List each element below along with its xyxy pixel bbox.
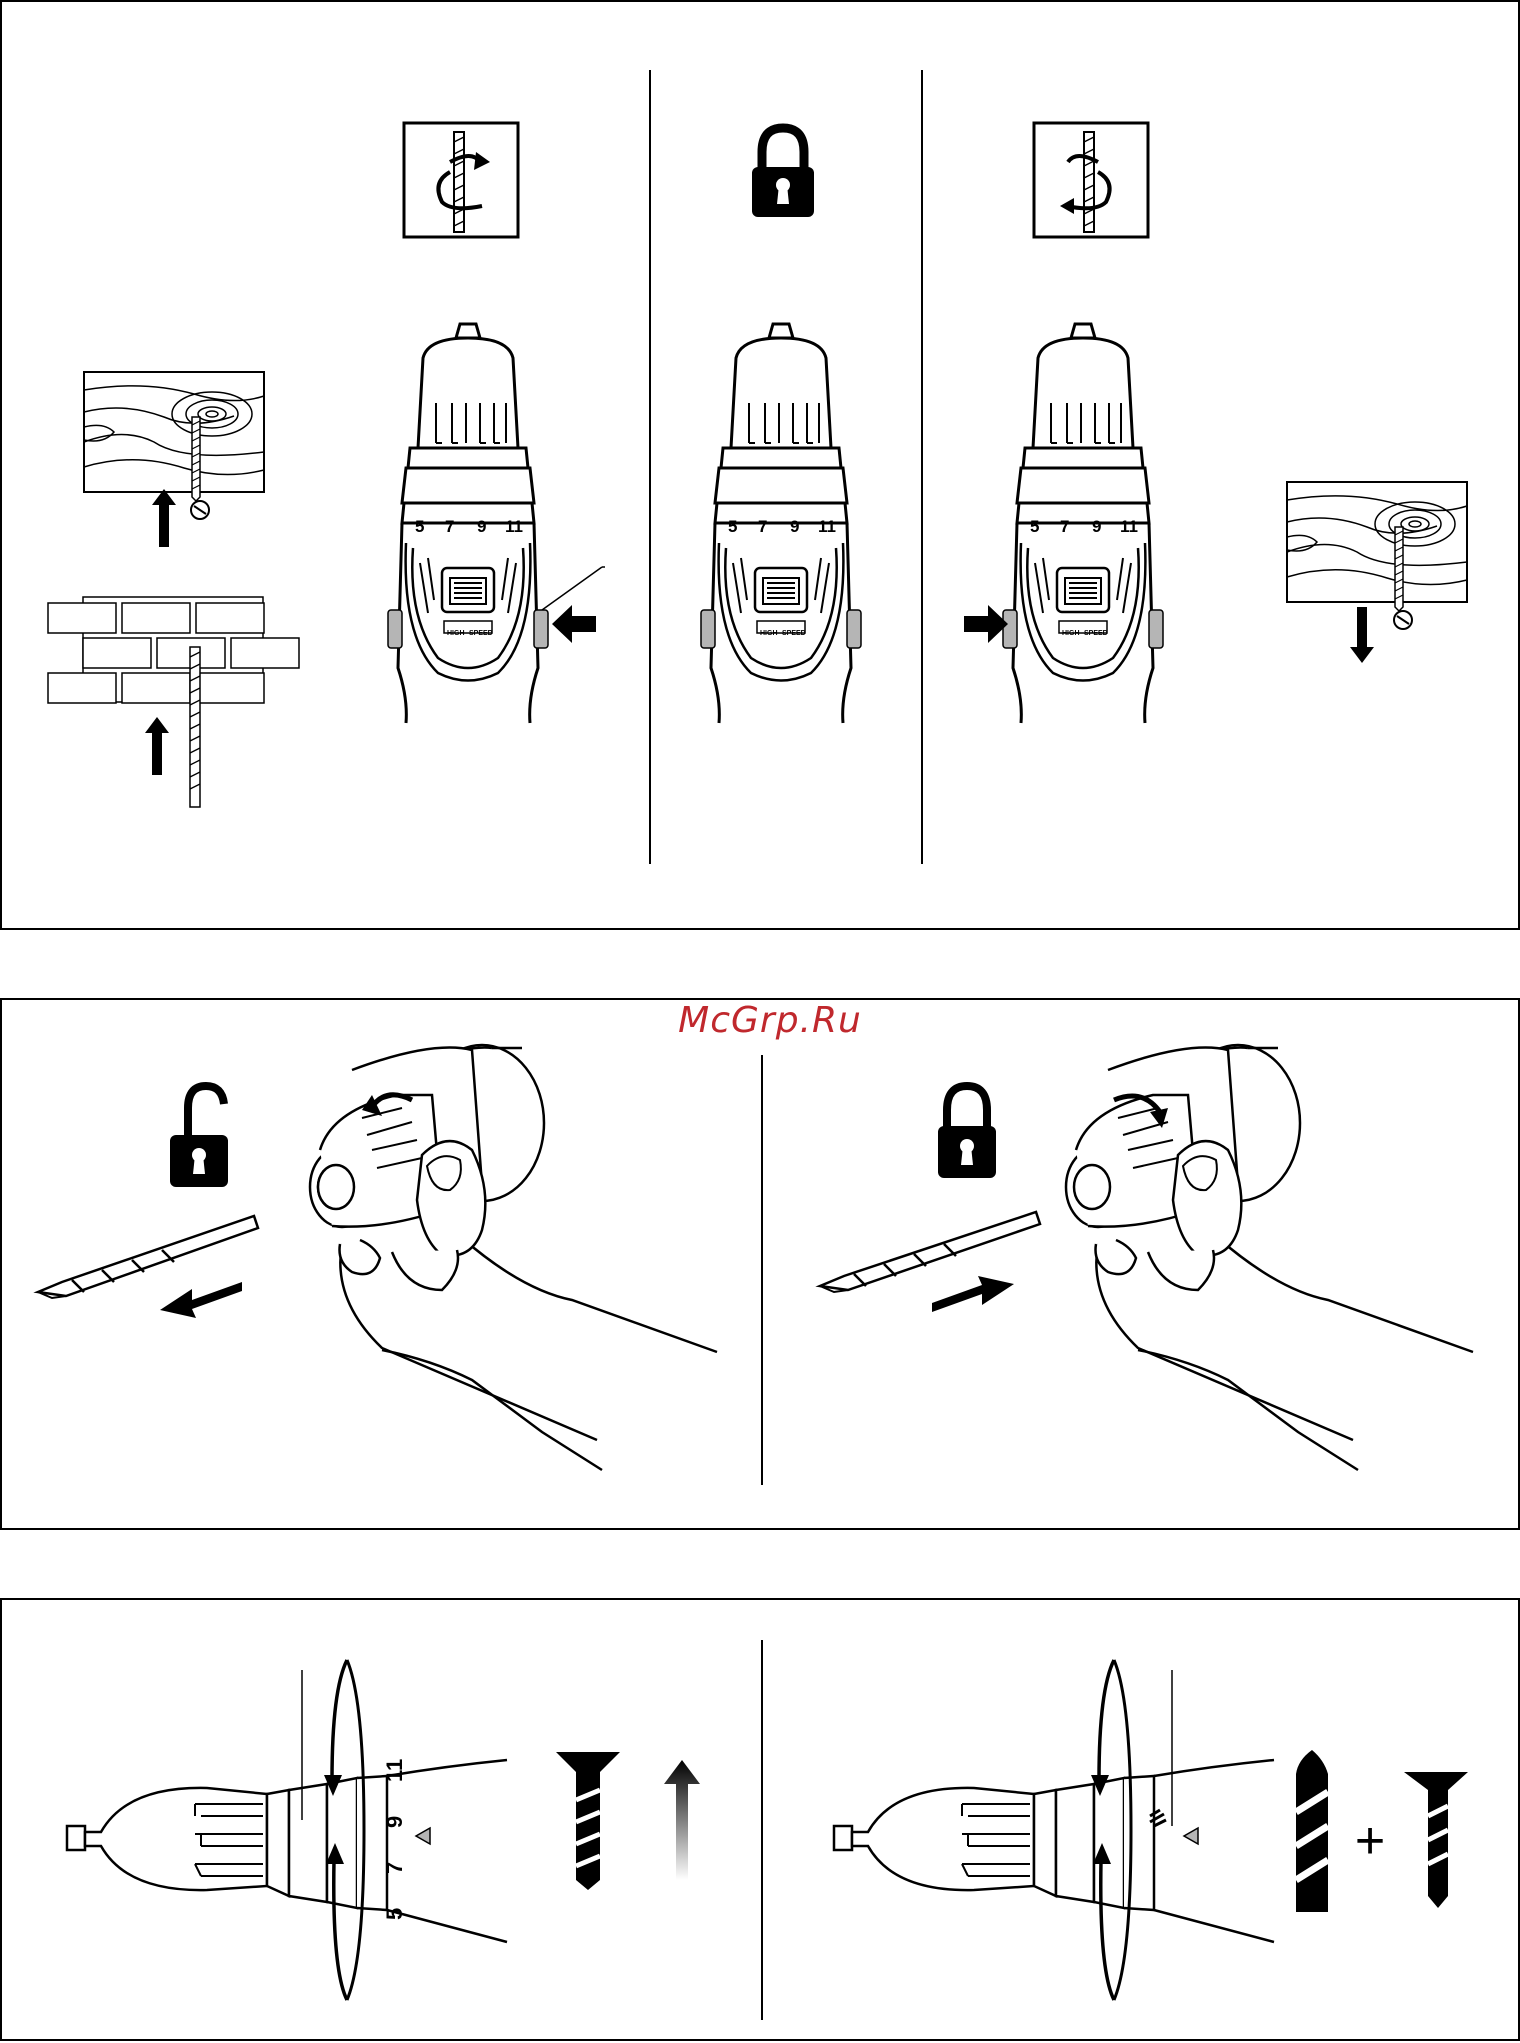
- dial-number: 9: [477, 517, 486, 536]
- svg-text:SPEED: SPEED: [782, 630, 806, 637]
- svg-text:HIGH: HIGH: [760, 630, 778, 637]
- drill-bit-icon: [38, 1216, 258, 1318]
- dial-number: 7: [382, 1862, 407, 1874]
- dial-number: 5: [728, 517, 737, 536]
- dial-number: 9: [790, 517, 799, 536]
- clockwise-rotation-icon: [404, 123, 518, 237]
- push-left-arrow: [542, 567, 605, 643]
- indicator-triangle: [416, 1828, 430, 1844]
- chuck-bit-change-illustration: [2, 1000, 1520, 1532]
- dial-number: 11: [505, 517, 523, 536]
- hand-chuck-icon: [310, 1045, 717, 1470]
- svg-text:HIGH: HIGH: [447, 630, 465, 637]
- dial-number: 7: [1060, 517, 1069, 536]
- dial-number: 5: [1030, 517, 1039, 536]
- screw-icon: [556, 1752, 620, 1890]
- lock-icon: [938, 1086, 996, 1178]
- drill-front-center: [701, 324, 861, 723]
- rotation-direction-panel: 5 7 9 11 5 7 9 11 5 7 9 11 HIGH SPEED HI…: [0, 0, 1520, 930]
- drill-side-left: [67, 1760, 507, 1942]
- wood-screw-out-icon: [1287, 482, 1467, 663]
- wood-screw-in-icon: [84, 372, 264, 547]
- dial-number: 11: [382, 1759, 407, 1782]
- dial-number: 11: [1120, 517, 1138, 536]
- dial-number: 7: [445, 517, 454, 536]
- hand-chuck-icon: [1066, 1045, 1473, 1470]
- drill-front-right: [1003, 324, 1163, 723]
- svg-text:SPEED: SPEED: [469, 630, 493, 637]
- counterclockwise-rotation-icon: [1034, 123, 1148, 237]
- drill-bit-icon: [820, 1212, 1040, 1312]
- mode-selection-illustration: 5 7 9 11 +: [2, 1600, 1520, 2043]
- lock-icon: [752, 128, 814, 217]
- indicator-triangle: [1184, 1828, 1198, 1844]
- chuck-bit-change-panel: [0, 998, 1520, 1530]
- svg-text:HIGH: HIGH: [1062, 630, 1080, 637]
- dial-number: 7: [758, 517, 767, 536]
- dial-number: 5: [415, 517, 424, 536]
- dial-number: 11: [818, 517, 836, 536]
- dial-number: 9: [382, 1816, 407, 1828]
- unlock-icon: [170, 1086, 228, 1187]
- dial-number: 5: [382, 1908, 407, 1920]
- svg-text:SPEED: SPEED: [1084, 630, 1108, 637]
- mode-selection-panel: 5 7 9 11 +: [0, 1598, 1520, 2041]
- drill-front-left: [388, 324, 548, 723]
- up-arrow-icon: [664, 1760, 700, 1880]
- watermark: McGrp.Ru: [660, 1000, 880, 1041]
- drill-side-right: [834, 1760, 1274, 1942]
- brick-drill-icon: [48, 597, 299, 807]
- dial-number: 9: [1092, 517, 1101, 536]
- rotation-direction-illustration: 5 7 9 11 5 7 9 11 5 7 9 11 HIGH SPEED HI…: [2, 2, 1520, 932]
- push-right-arrow: [964, 605, 1008, 643]
- plus-sign: +: [1355, 1812, 1385, 1870]
